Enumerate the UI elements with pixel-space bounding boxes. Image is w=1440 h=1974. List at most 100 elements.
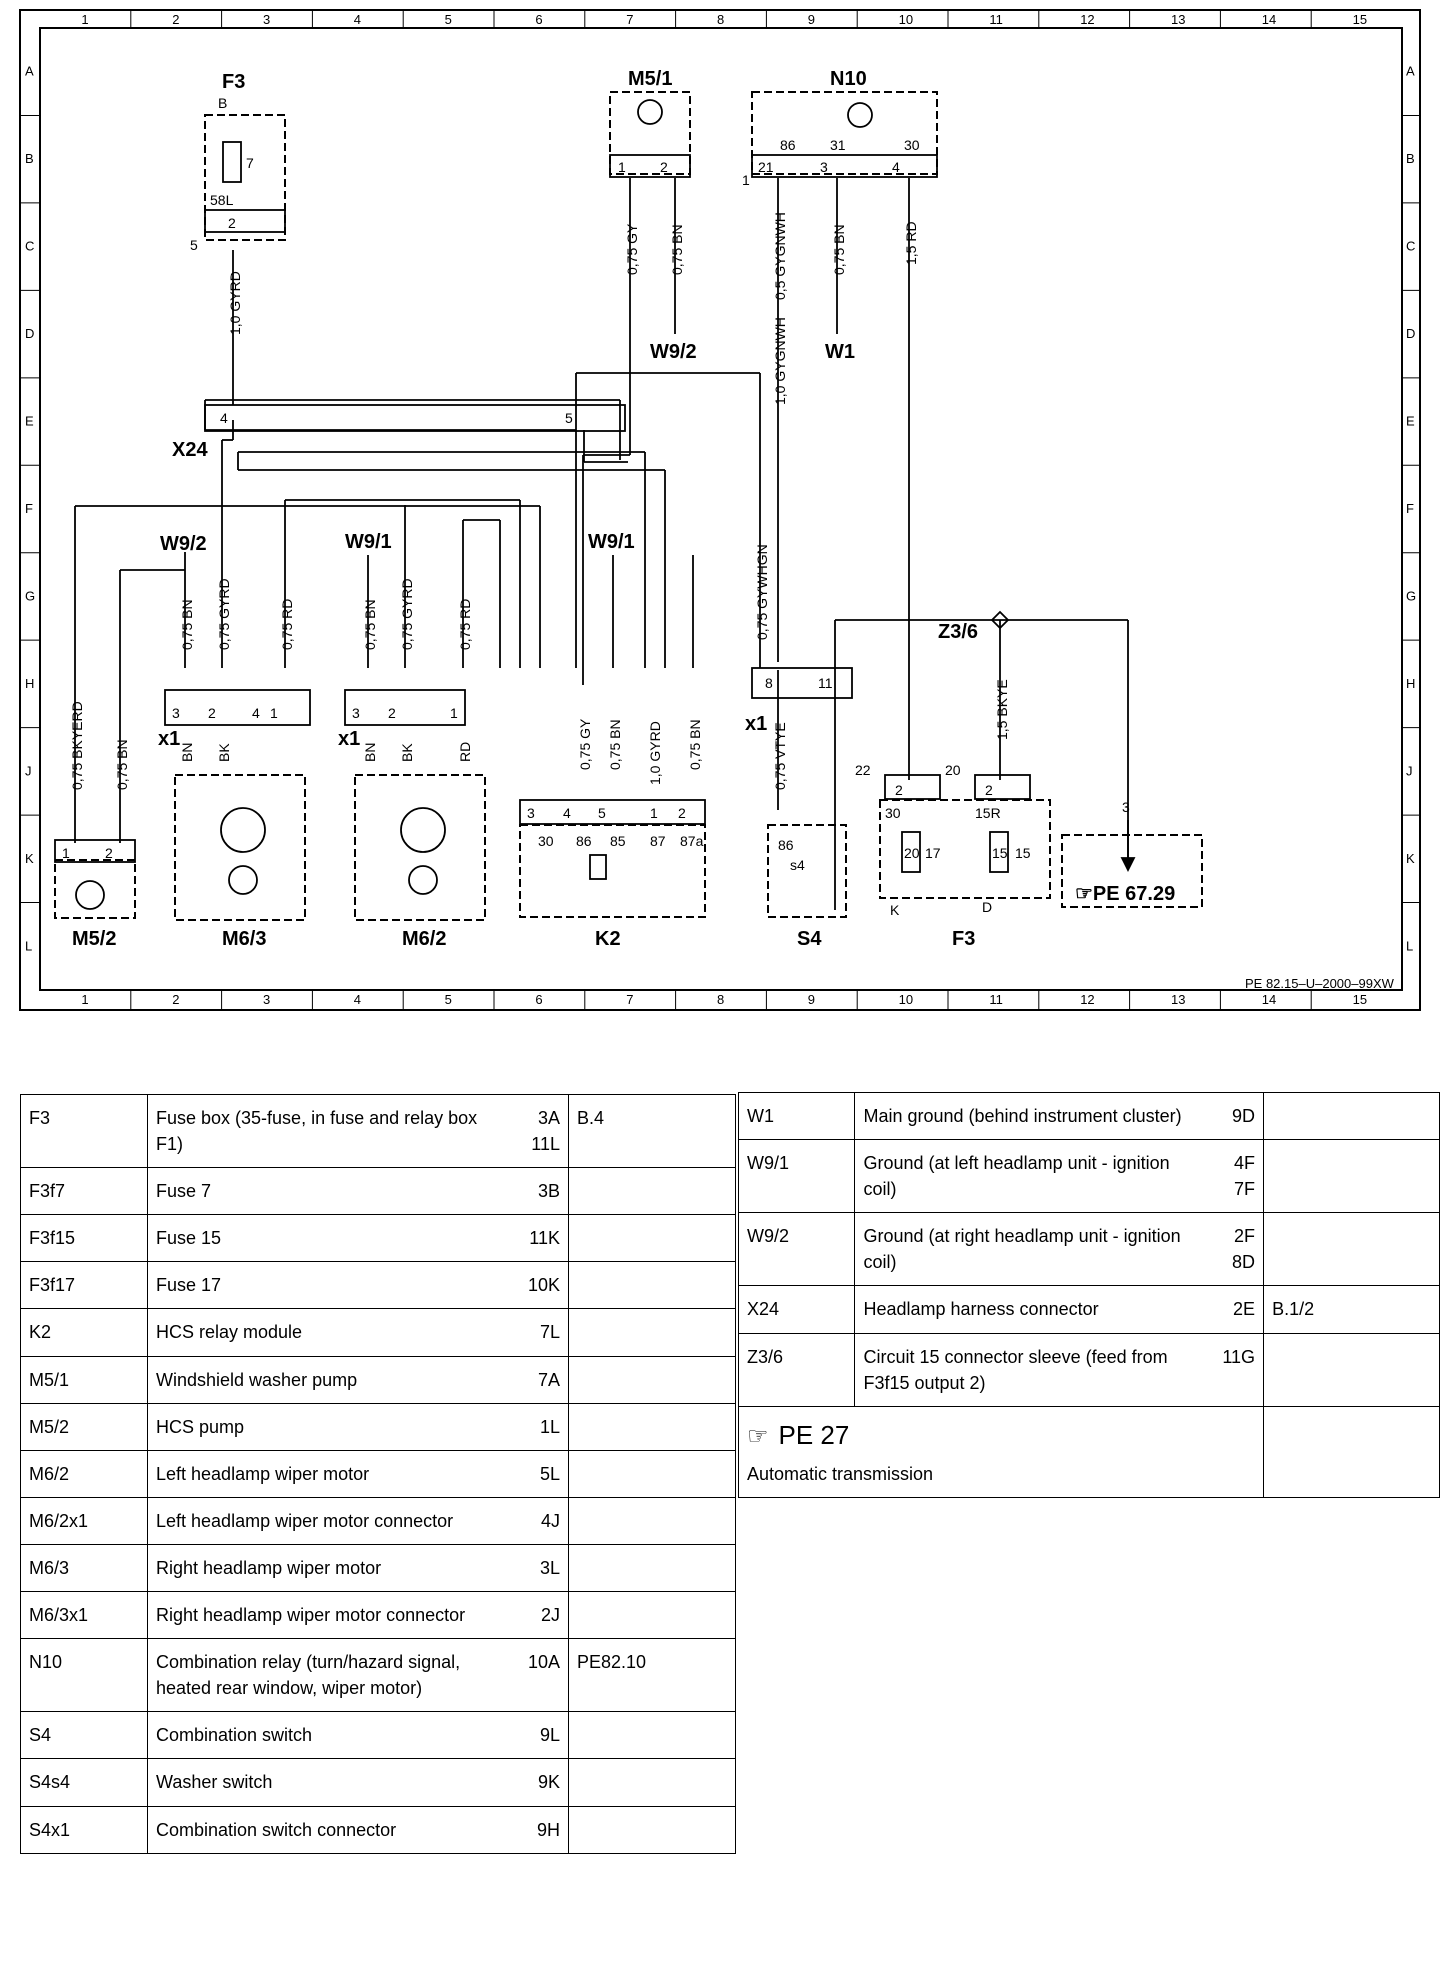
legend-location: 2E [1199,1285,1265,1334]
grid-row-C-left: C [25,239,34,254]
label-w9-1-left: W9/1 [345,531,392,553]
m5-2-hcs-pump-box [54,859,136,919]
f3-fuse-box-top [204,114,286,241]
wire-f3-out: 1,0 GYRD [227,271,243,335]
legend-reference [568,1355,736,1404]
m5-1-motor-symbol [637,99,663,125]
legend-code: F3 [20,1093,148,1169]
diagram-title-code: PE 82.15–U–2000–99XW [1245,976,1395,991]
legend-reference: B.4 [568,1093,736,1169]
grid-row-C-right: C [1406,239,1415,254]
legend-location: 1L [504,1402,569,1451]
legend-location: 9H [504,1805,569,1854]
legend-reference [568,1449,736,1498]
grid-column-15-bottom: 15 [1353,992,1367,1007]
wire-k2-bn: 0,75 BN [607,719,623,770]
pin-f3b-30: 30 [885,805,901,821]
label-f3-bottom: F3 [952,928,975,950]
grid-row-J-right: J [1406,763,1413,778]
grid-column-11-bottom: 11 [989,992,1003,1007]
legend-code: F3f15 [20,1214,148,1263]
legend-location: 10K [504,1261,569,1310]
legend-note-ref-cell [1263,1405,1440,1498]
legend-reference [1263,1212,1440,1287]
legend-reference [568,1496,736,1545]
legend-code: W9/2 [737,1212,856,1287]
grid-column-1-top: 1 [81,12,88,27]
pin-m62-3: 3 [352,705,360,721]
pin-pe-3: 3 [1122,799,1130,815]
grid-row-J-left: J [25,763,32,778]
f3-connector-22 [884,774,941,800]
pin-k2-30: 30 [538,833,554,849]
f3-connector-20 [974,774,1031,800]
pin-f3b-22: 22 [855,762,871,778]
legend-description: Fuse 15 [147,1214,504,1263]
f3-connector [204,209,286,233]
legend-description: Ground (at right headlamp unit - ignitio… [854,1212,1200,1287]
legend-description: Combination switch [147,1711,504,1760]
pin-f3b-15-fuse: 15 [992,845,1008,861]
label-x24: X24 [172,439,208,461]
legend-description: Headlamp harness connector [854,1285,1200,1334]
legend-reference [568,1308,736,1357]
legend-description: HCS relay module [147,1308,504,1357]
grid-column-5-bottom: 5 [445,992,452,1007]
grid-row-K-left: K [25,851,34,866]
grid-column-11-top: 11 [989,12,1003,27]
n10-connector [751,154,938,178]
legend-code: S4x1 [20,1805,148,1854]
pin-f3b-d: D [982,899,992,915]
pin-n10-4: 4 [892,159,900,175]
pin-m63-3: 3 [172,705,180,721]
n10-combination-relay-box [751,91,938,175]
m6-3-cam-symbol [220,807,266,853]
grid-column-12-bottom: 12 [1080,992,1094,1007]
wire-m63-rd: 0,75 RD [279,599,295,650]
legend-reference [568,1214,736,1263]
label-w9-2-top: W9/2 [650,341,697,363]
pin-m63-1: 1 [270,705,278,721]
wire-m62-gyrd: 0,75 GYRD [399,578,415,650]
pin-s4-s4: s4 [790,857,805,873]
m5-1-washer-pump-box [609,91,691,175]
wire-n10-bn: 0,75 BN [831,224,847,275]
pin-m51-1: 1 [618,159,626,175]
legend-code: S4s4 [20,1758,148,1807]
m6-2-motor-symbol [408,865,438,895]
pin-m52-2: 2 [105,845,113,861]
pin-k2-86: 86 [576,833,592,849]
wire-n10-gygnwh-2: 1,0 GYGNWH [772,317,788,405]
label-m5-1: M5/1 [628,68,672,90]
legend-location: 9D [1199,1091,1265,1141]
legend-location: 9K [504,1758,569,1807]
label-f3: F3 [222,71,245,93]
legend-reference [568,1758,736,1807]
legend-location: 11G [1199,1332,1265,1407]
fuse-7-symbol [222,141,242,183]
legend-code: F3f7 [20,1167,148,1216]
grid-row-L-right: L [1406,938,1413,953]
pin-f3-b: B [218,95,227,111]
grid-column-14-bottom: 14 [1262,992,1276,1007]
legend-description: Right headlamp wiper motor [147,1543,504,1593]
diagram-frame [19,9,1421,1011]
legend-location: 2J [504,1591,569,1640]
pin-s4-11: 11 [818,675,833,691]
legend-code: W9/1 [737,1139,856,1214]
legend-code: S4 [20,1711,148,1760]
legend-reference [568,1805,736,1854]
k2-relay-coil [589,854,607,880]
pin-f3b-15: 15 [1015,845,1031,861]
legend-description: Fuse 7 [147,1167,504,1216]
grid-column-4-top: 4 [354,12,361,27]
n10-transistor-symbol [847,102,873,128]
grid-column-15-top: 15 [1353,12,1367,27]
